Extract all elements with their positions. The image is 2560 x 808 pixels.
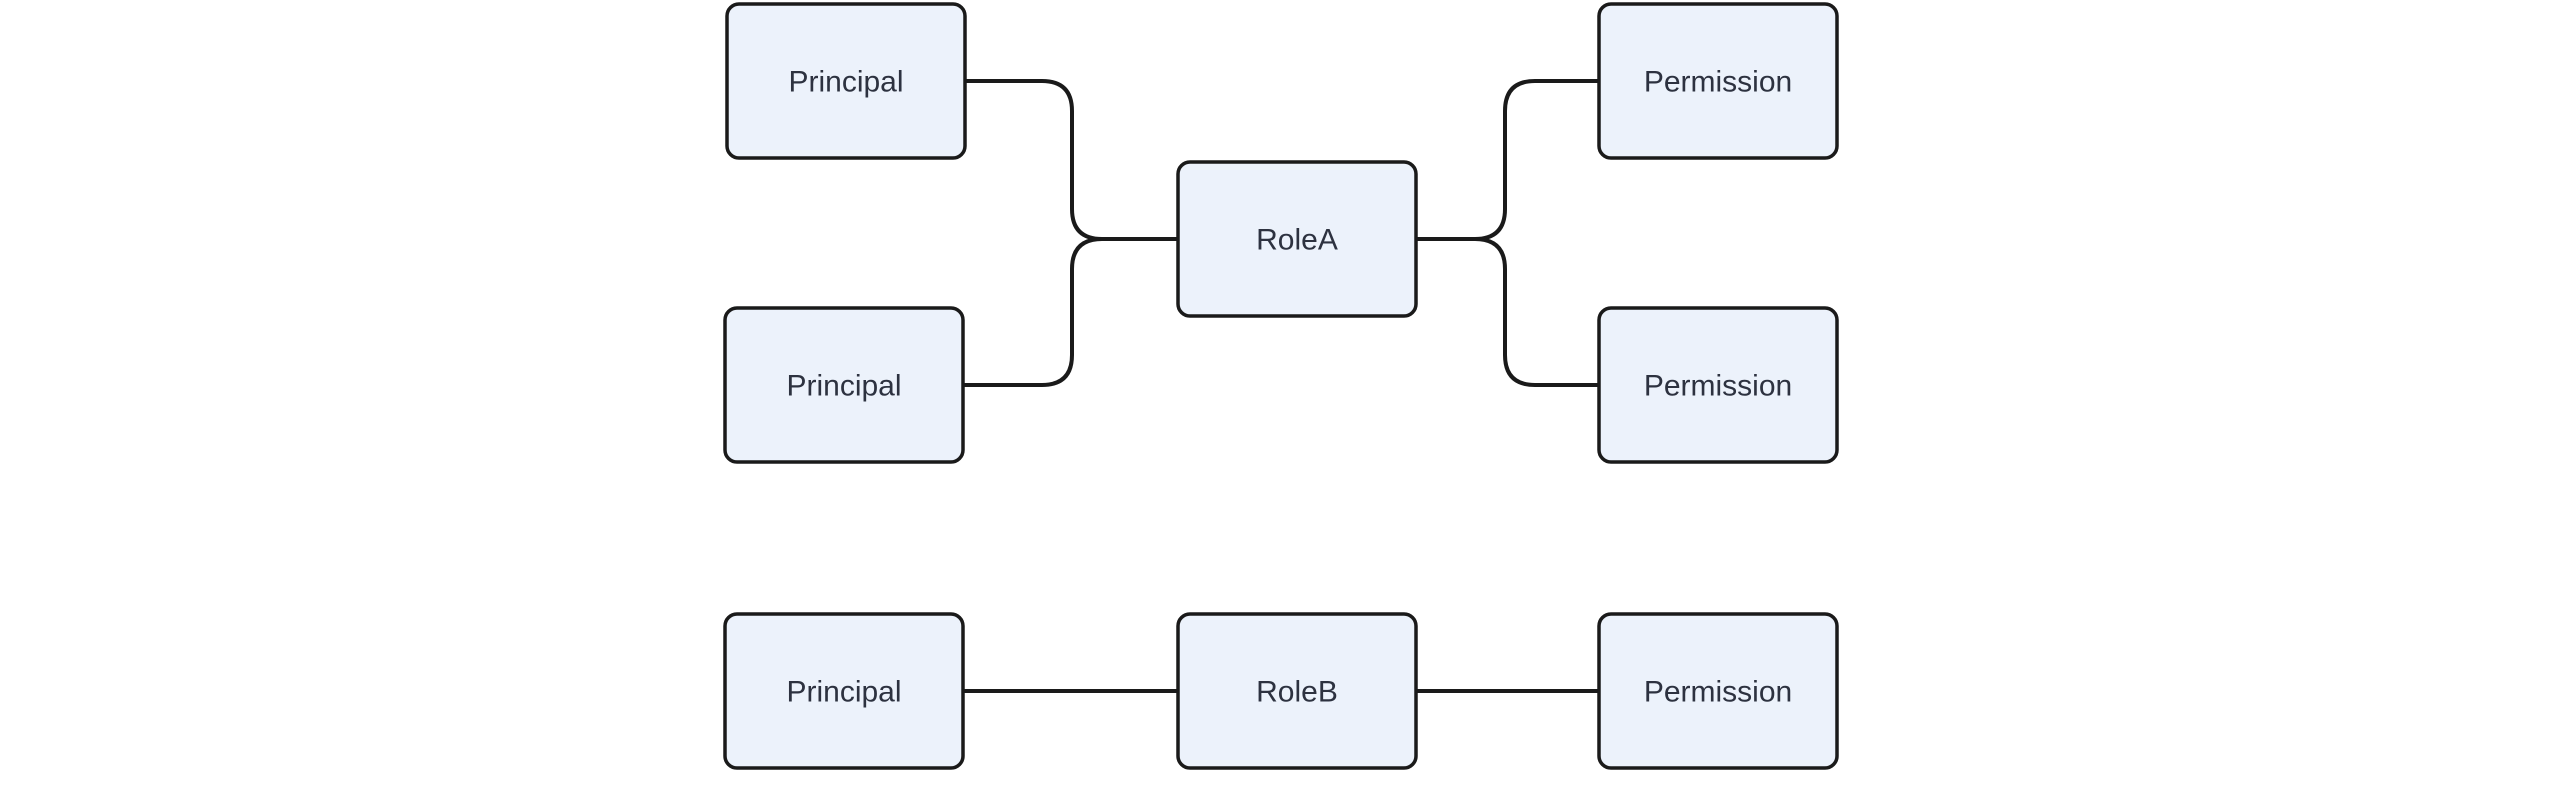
node-label: RoleB xyxy=(1256,676,1338,709)
node-label: RoleA xyxy=(1256,224,1338,257)
node-principal-a1: Principal xyxy=(725,2,967,160)
node-label: Permission xyxy=(1644,370,1792,403)
node-box xyxy=(723,306,965,464)
edge-layer xyxy=(961,79,1601,693)
edge-principal-a2-role-a xyxy=(961,237,1180,387)
edge-role-a-permission-a2 xyxy=(1414,237,1601,387)
node-label: Principal xyxy=(788,66,903,99)
node-label: Permission xyxy=(1644,676,1792,709)
node-box xyxy=(1176,160,1418,318)
node-box xyxy=(1597,306,1839,464)
node-box xyxy=(725,2,967,160)
node-box xyxy=(723,612,965,770)
node-box xyxy=(1176,612,1418,770)
node-permission-b: Permission xyxy=(1597,612,1839,770)
node-permission-a2: Permission xyxy=(1597,306,1839,464)
node-role-b: RoleB xyxy=(1176,612,1418,770)
edge-role-a-permission-a1 xyxy=(1414,79,1601,241)
node-box xyxy=(1597,612,1839,770)
node-permission-a1: Permission xyxy=(1597,2,1839,160)
node-label: Principal xyxy=(786,676,901,709)
node-layer: Principal Principal RoleA Permission Per… xyxy=(723,2,1839,770)
node-principal-b: Principal xyxy=(723,612,965,770)
node-label: Permission xyxy=(1644,66,1792,99)
node-box xyxy=(1597,2,1839,160)
node-role-a: RoleA xyxy=(1176,160,1418,318)
edge-principal-a1-role-a xyxy=(963,79,1180,241)
node-label: Principal xyxy=(786,370,901,403)
node-principal-a2: Principal xyxy=(723,306,965,464)
